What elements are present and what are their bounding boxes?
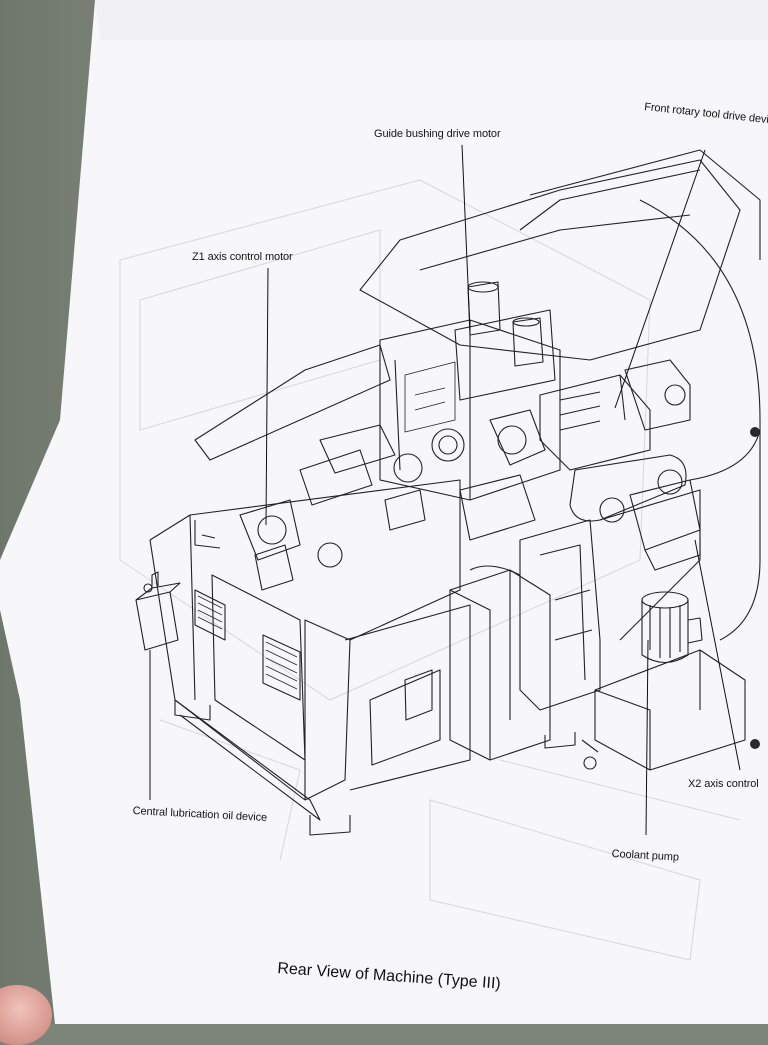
binding-hole-icon: [750, 739, 760, 749]
leader-lines: [149, 144, 741, 836]
paper-sheet: [0, 0, 768, 1024]
label-guide-bushing-drive-motor: Guide bushing drive motor: [374, 128, 501, 140]
machine-drawing: [135, 149, 761, 836]
manual-page: [0, 0, 768, 1024]
label-z1-axis-control-motor: Z1 axis control motor: [192, 251, 293, 263]
binding-hole-icon: [750, 427, 760, 437]
label-x2-axis-control: X2 axis control: [688, 778, 759, 790]
